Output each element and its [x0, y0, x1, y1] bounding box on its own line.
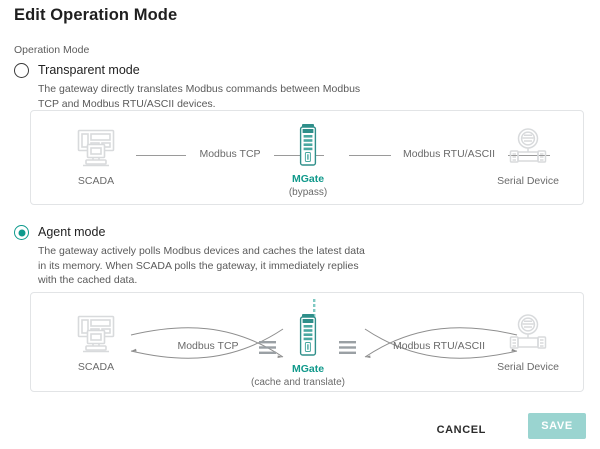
scada-workstation-icon — [51, 125, 141, 169]
option-transparent-mode[interactable]: Transparent mode The gateway directly tr… — [14, 62, 586, 205]
agent-diagram-node-scada: SCADA — [51, 311, 141, 374]
diagram-node-mgate-label: MGate — [291, 173, 325, 185]
agent-diagram-node-mgate: MGate (cache and translate) — [251, 313, 353, 389]
serial-meter-icon — [483, 311, 573, 355]
agent-link-arrows-right — [361, 321, 521, 365]
mgate-data-bars-left-icon — [259, 340, 277, 358]
radio-agent-mode[interactable] — [14, 225, 29, 240]
agent-diagram-node-serial-device: Serial Device — [483, 311, 573, 374]
mgate-device-icon — [263, 123, 353, 167]
agent-diagram-node-serial-device-label: Serial Device — [497, 361, 559, 373]
agent-diagram-node-mgate-label: MGate — [291, 363, 325, 375]
operation-mode-field-label: Operation Mode — [14, 44, 90, 56]
diagram-node-mgate: MGate (bypass) — [263, 123, 353, 199]
diagram-node-serial-device-label: Serial Device — [497, 175, 559, 187]
option-transparent-description: The gateway directly translates Modbus c… — [38, 83, 361, 110]
page-title: Edit Operation Mode — [14, 6, 178, 24]
save-button[interactable]: SAVE — [528, 413, 586, 439]
agent-link-label-modbus-rtu-ascii: Modbus RTU/ASCII — [392, 340, 485, 352]
option-agent-label[interactable]: Agent mode — [38, 225, 106, 239]
agent-diagram-node-mgate-sub: (cache and translate) — [251, 377, 345, 388]
link-line-left-b — [274, 155, 324, 156]
option-transparent-label[interactable]: Transparent mode — [38, 63, 140, 77]
link-label-modbus-tcp: Modbus TCP — [199, 148, 261, 160]
link-line-right-b — [508, 155, 550, 156]
agent-link-label-modbus-tcp: Modbus TCP — [177, 340, 239, 352]
agent-diagram-node-scada-label: SCADA — [77, 361, 115, 373]
scada-workstation-icon — [51, 311, 141, 355]
option-agent-mode[interactable]: Agent mode The gateway actively polls Mo… — [14, 224, 586, 392]
diagram-node-scada: SCADA — [51, 125, 141, 188]
link-line-right-a — [349, 155, 391, 156]
mgate-device-icon — [263, 313, 353, 357]
diagram-node-mgate-sub: (bypass) — [288, 187, 328, 198]
transparent-mode-diagram: SCADA Modbus TCP — [30, 110, 584, 205]
link-line-left-a — [136, 155, 186, 156]
radio-transparent-mode[interactable] — [14, 63, 29, 78]
diagram-node-scada-label: SCADA — [77, 175, 115, 187]
link-label-modbus-rtu-ascii: Modbus RTU/ASCII — [402, 148, 495, 160]
serial-meter-icon — [483, 125, 573, 169]
cancel-button[interactable]: CANCEL — [433, 418, 490, 442]
mgate-data-bars-right-icon — [339, 340, 357, 358]
agent-mode-diagram: SCADA Modbus TCP — [30, 292, 584, 392]
diagram-node-serial-device: Serial Device — [483, 125, 573, 188]
option-agent-description: The gateway actively polls Modbus device… — [38, 245, 365, 286]
